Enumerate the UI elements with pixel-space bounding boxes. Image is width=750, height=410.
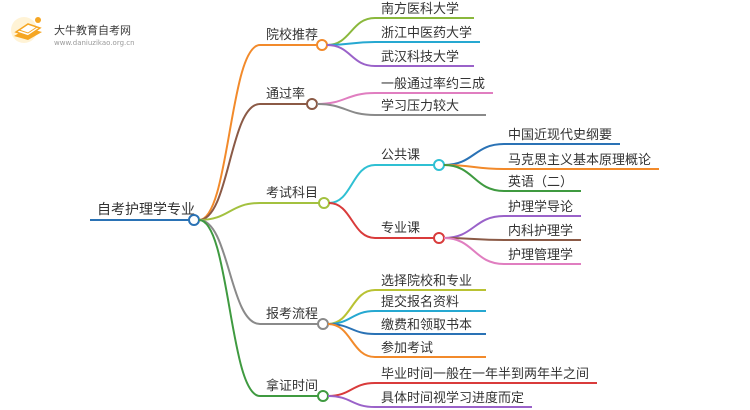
branch-4-connector — [198, 219, 261, 325]
branch-1-leaf-1-label: 南方医科大学 — [381, 1, 459, 17]
branch-3-sub-2-leaf-3-connector — [443, 237, 505, 265]
branch-2-leaf-2-connector — [316, 103, 376, 116]
branch-3-sub-1-label: 公共课 — [381, 148, 420, 163]
branch-3-sub-1-leaf-1-label: 中国近现代史纲要 — [508, 128, 612, 143]
branch-5-node[interactable] — [317, 390, 329, 402]
branch-4-leaf-2-label: 提交报名资料 — [381, 294, 459, 310]
branch-1-node[interactable] — [316, 39, 328, 51]
branch-3-sub-1-leaf-2-label: 马克思主义基本原理概论 — [508, 153, 651, 168]
branch-5-leaf-2-connector — [327, 395, 376, 408]
branch-1-leaf-3-connector — [326, 44, 376, 67]
branch-3-sub-2-leaf-2-label: 内科护理学 — [508, 223, 573, 239]
branch-5-leaf-1-label: 毕业时间一般在一年半到两年半之间 — [381, 366, 589, 382]
branch-1-label: 院校推荐 — [266, 27, 318, 43]
logo-title: 大牛教育自考网 — [54, 24, 131, 37]
branch-4-leaf-4-connector — [327, 323, 376, 358]
branch-3-sub-1-leaf-3-label: 英语（二） — [508, 175, 573, 190]
branch-4-leaf-4-label: 参加考试 — [381, 340, 433, 356]
branch-4-leaf-1-label: 选择院校和专业 — [381, 273, 472, 289]
branch-3-label: 考试科目 — [266, 186, 318, 201]
branch-5-leaf-1-connector — [327, 382, 376, 397]
branch-5-connector — [198, 219, 261, 397]
branch-4-leaf-3-label: 缴费和领取书本 — [381, 318, 472, 333]
branch-4-node[interactable] — [317, 318, 329, 330]
branch-1-leaf-3-label: 武汉科技大学 — [381, 49, 459, 65]
branch-4-leaf-1-connector — [327, 289, 376, 325]
book-logo-icon — [11, 17, 42, 43]
branch-1-leaf-1-connector — [326, 17, 376, 46]
branch-2-leaf-1-label: 一般通过率约三成 — [381, 76, 485, 92]
branch-3-sub-2-leaf-1-label: 护理学导论 — [508, 199, 573, 215]
branch-2-node[interactable] — [306, 98, 318, 110]
site-logo[interactable]: 大牛教育自考网 www.daniuzikao.org.cn — [8, 10, 158, 50]
branch-2-label: 通过率 — [266, 86, 305, 102]
branch-5-leaf-2-label: 具体时间视学习进度而定 — [381, 390, 524, 406]
branch-3-sub-2-label: 专业课 — [381, 221, 420, 236]
branch-3-sub-2-node[interactable] — [433, 232, 445, 244]
branch-3-sub-2-connector — [328, 202, 376, 239]
branch-2-connector — [198, 103, 261, 221]
branch-3-sub-1-connector — [328, 164, 376, 204]
branch-3-sub-1-leaf-3-connector — [443, 164, 505, 192]
branch-3-node[interactable] — [318, 197, 330, 209]
branch-3-sub-2-leaf-3-label: 护理管理学 — [508, 247, 573, 263]
branch-3-sub-1-leaf-1-connector — [443, 143, 505, 166]
branch-3-sub-1-node[interactable] — [433, 159, 445, 171]
branch-3-connector — [198, 202, 261, 221]
branch-3-sub-2-leaf-1-connector — [443, 215, 505, 239]
branch-1-connector — [198, 44, 261, 221]
branch-2-leaf-2-label: 学习压力较大 — [381, 98, 459, 114]
branch-4-label: 报考流程 — [266, 307, 318, 322]
branch-5-label: 拿证时间 — [266, 378, 318, 394]
root-node[interactable] — [188, 214, 200, 226]
root-label: 自考护理学专业 — [97, 202, 195, 218]
logo-url: www.daniuzikao.org.cn — [54, 39, 135, 47]
branch-1-leaf-2-label: 浙江中医药大学 — [381, 25, 472, 41]
branch-2-leaf-1-connector — [316, 92, 376, 105]
